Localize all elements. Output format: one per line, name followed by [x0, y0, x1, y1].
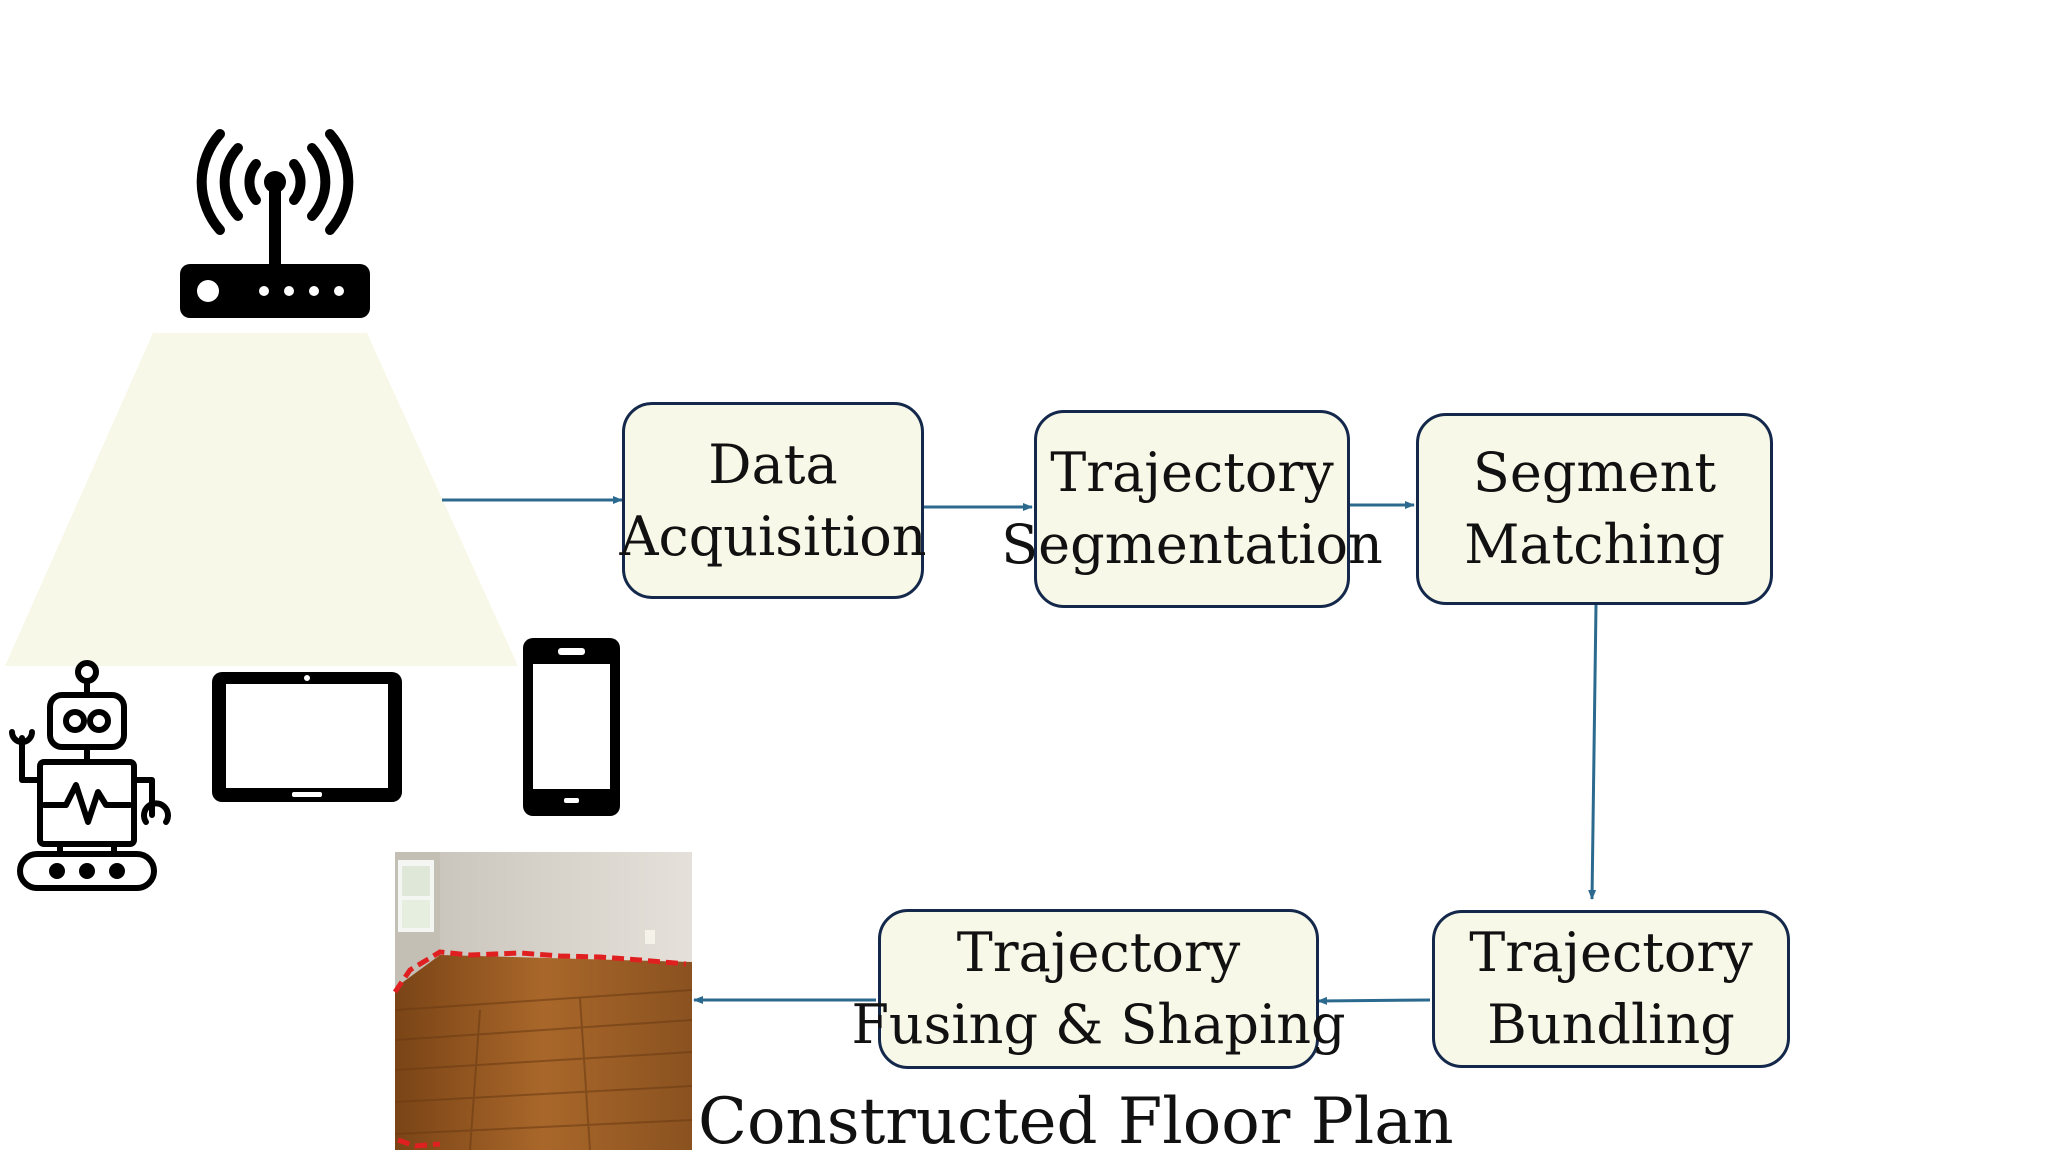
node-trajectory-segmentation: Trajectory Segmentation [1001, 410, 1383, 608]
arrow-bundling-to-fusing [1317, 996, 1431, 1005]
node-label-line1: Segment [1472, 441, 1717, 504]
node-label-line1: Data [708, 432, 838, 496]
node-label-line1: Trajectory [1050, 441, 1334, 504]
node-label-line2: Matching [1464, 513, 1725, 576]
node-segment-matching: Segment Matching [1416, 413, 1773, 605]
node-label-line1: Trajectory [1469, 921, 1753, 984]
floor-plan-caption: Constructed Floor Plan [698, 1085, 1454, 1159]
node-label-line2: Acquisition [619, 504, 927, 568]
signal-beam [5, 333, 518, 666]
robot-icon [9, 660, 171, 891]
node-label-line2: Bundling [1487, 993, 1735, 1056]
node-label-line1: Trajectory [956, 921, 1241, 984]
smartphone-icon [523, 638, 620, 816]
tablet-icon [212, 672, 402, 802]
node-label-line2: Segmentation [1001, 513, 1383, 576]
node-trajectory-fusing-shaping: Trajectory Fusing & Shaping [851, 909, 1346, 1069]
node-label-line2: Fusing & Shaping [851, 993, 1346, 1056]
arrow-matching-to-bundling [1588, 604, 1598, 900]
room-photo [392, 852, 693, 1151]
node-trajectory-bundling: Trajectory Bundling [1432, 910, 1790, 1068]
node-data-acquisition: Data Acquisition [619, 402, 927, 599]
wifi-router-icon [180, 129, 370, 318]
